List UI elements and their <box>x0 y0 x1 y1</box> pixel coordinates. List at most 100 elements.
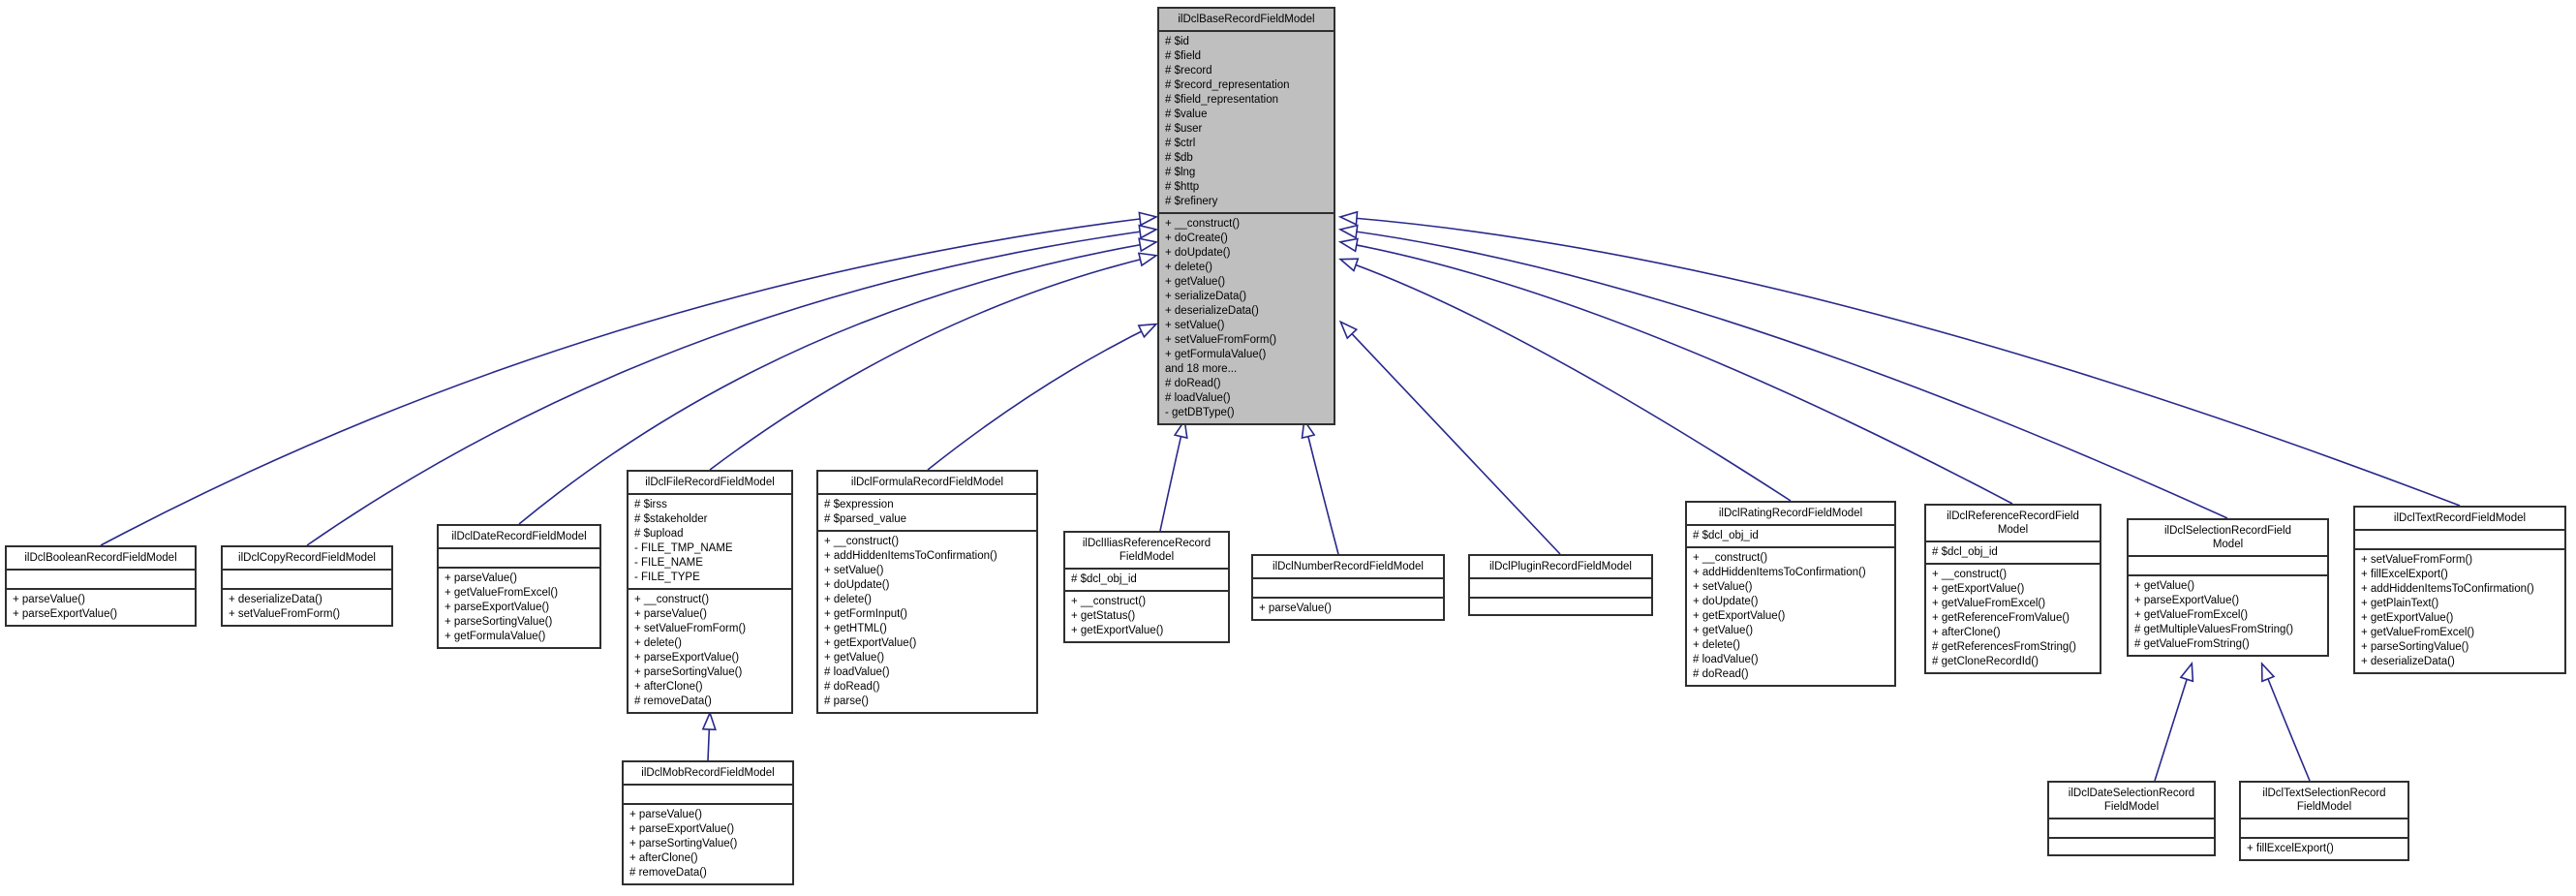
attribute-row: # $stakeholder <box>634 513 708 525</box>
attributes-section <box>1470 579 1651 597</box>
method-row: + afterClone() <box>629 852 698 864</box>
methods-section <box>1470 597 1651 614</box>
attribute-row: - FILE_TMP_NAME <box>634 542 733 554</box>
inheritance-arrow-boolean-to-base <box>100 217 1155 546</box>
inheritance-arrow-copy-to-base <box>306 230 1155 546</box>
methods-section: + fillExcelExport() <box>2241 837 2407 859</box>
inheritance-arrow-rating-to-base <box>1341 260 1792 502</box>
attributes-section: # $dcl_obj_id <box>1687 526 1894 546</box>
class-title-line: Model <box>1997 524 2029 536</box>
method-row: # loadValue() <box>1165 392 1231 404</box>
method-row: + doUpdate() <box>824 579 890 591</box>
attributes-section <box>7 571 195 588</box>
method-row: # getReferencesFromString() <box>1932 641 2076 653</box>
class-box-ilDclFileRecordFieldModel[interactable]: ilDclFileRecordFieldModel# $irss# $stake… <box>627 470 793 714</box>
class-box-ilDclBaseRecordFieldModel[interactable]: ilDclBaseRecordFieldModel# $id# $field# … <box>1157 7 1335 425</box>
method-row: + parseExportValue() <box>445 602 550 613</box>
class-box-ilDclNumberRecordFieldModel[interactable]: ilDclNumberRecordFieldModel + parseValue(… <box>1251 554 1445 621</box>
method-row: + getFormInput() <box>824 608 907 620</box>
method-row: + getValueFromExcel() <box>1932 598 2046 609</box>
class-box-ilDclRatingRecordFieldModel[interactable]: ilDclRatingRecordFieldModel # $dcl_obj_id… <box>1685 501 1896 687</box>
method-row: + afterClone() <box>634 681 703 693</box>
method-row: # doRead() <box>1165 378 1221 389</box>
method-row: + addHiddenItemsToConfirmation() <box>1693 567 1866 578</box>
method-row: # parse() <box>824 695 870 707</box>
attribute-row: # $db <box>1165 152 1193 164</box>
class-title-line: ilDclCopyRecordFieldModel <box>238 552 376 564</box>
method-row: # getMultipleValuesFromString() <box>2134 624 2294 635</box>
attributes-section: # $irss# $stakeholder# $upload- FILE_TMP… <box>629 495 791 588</box>
inheritance-arrow-text-to-base <box>1341 217 2461 507</box>
attribute-row: # $record <box>1165 65 1212 77</box>
attribute-row: - FILE_TYPE <box>634 572 700 583</box>
method-row: # removeData() <box>634 695 712 707</box>
method-row: + parseSortingValue() <box>2361 641 2469 653</box>
methods-section: + __construct() + addHiddenItemsToConfirm… <box>1687 546 1894 685</box>
methods-section: + parseValue()+ getValueFromExcel()+ par… <box>439 567 599 647</box>
methods-section: + parseValue() <box>1253 597 1443 619</box>
inheritance-arrow-reference-to-base <box>1341 242 2013 505</box>
method-row: + doUpdate() <box>1165 247 1231 259</box>
class-title-line: ilDclBaseRecordFieldModel <box>1178 14 1315 25</box>
attributes-section <box>439 549 599 567</box>
method-row: + __construct() <box>1071 596 1147 607</box>
method-row: and 18 more... <box>1165 363 1238 375</box>
class-title-line: ilDclRatingRecordFieldModel <box>1718 508 1863 519</box>
method-row: # removeData() <box>629 867 707 879</box>
inheritance-arrow-formula-to-base <box>927 324 1155 471</box>
class-title: ilDclDateRecordFieldModel <box>439 526 599 549</box>
class-title: ilDclBooleanRecordFieldModel <box>7 547 195 571</box>
attribute-row: # $upload <box>634 528 684 540</box>
class-title-line: ilDclReferenceRecordField <box>1947 510 2079 522</box>
class-title-line: ilDclPluginRecordFieldModel <box>1488 561 1632 572</box>
class-box-ilDclFormulaRecordFieldModel[interactable]: ilDclFormulaRecordFieldModel# $expressio… <box>816 470 1038 714</box>
class-title-line: ilDclBooleanRecordFieldModel <box>24 552 177 564</box>
class-box-ilDclTextRecordFieldModel[interactable]: ilDclTextRecordFieldModel+ setValueFromF… <box>2353 506 2566 674</box>
attributes-section: # $expression# $parsed_value <box>818 495 1036 530</box>
methods-section: + getValue()+ parseExportValue()+ getVal… <box>2129 574 2327 655</box>
class-box-ilDclBooleanRecordFieldModel[interactable]: ilDclBooleanRecordFieldModel + parseValue… <box>5 545 197 627</box>
method-row: + __construct() <box>1693 552 1768 564</box>
class-title-line: ilDclMobRecordFieldModel <box>641 767 775 779</box>
class-title-line: FieldModel <box>2296 801 2352 813</box>
attributes-section <box>2241 819 2407 837</box>
attributes-section <box>1253 579 1443 597</box>
class-title-line: ilDclDateRecordFieldModel <box>451 531 587 542</box>
methods-section: + parseValue()+ parseExportValue() <box>7 588 195 625</box>
attribute-row: # $field <box>1165 50 1202 62</box>
method-row: + getReferenceFromValue() <box>1932 612 2070 624</box>
method-row: + parseValue() <box>445 572 517 584</box>
class-title-line: FieldModel <box>2103 801 2160 813</box>
class-title-line: Model <box>2212 539 2244 550</box>
class-box-ilDclPluginRecordFieldModel[interactable]: ilDclPluginRecordFieldModel <box>1468 554 1653 616</box>
attribute-row: # $record_representation <box>1165 79 1290 91</box>
class-title-line: ilDclIliasReferenceRecord <box>1082 538 1211 549</box>
class-title-line: ilDclTextRecordFieldModel <box>2393 512 2527 524</box>
class-title: ilDclTextRecordFieldModel <box>2355 508 2564 531</box>
class-title-line: ilDclNumberRecordFieldModel <box>1273 561 1424 572</box>
attribute-row: # $refinery <box>1165 196 1218 207</box>
attribute-row: # $dcl_obj_id <box>1932 546 1998 558</box>
class-box-ilDclCopyRecordFieldModel[interactable]: ilDclCopyRecordFieldModel+ deserializeDa… <box>221 545 393 627</box>
attribute-row: # $ctrl <box>1165 138 1196 149</box>
method-row: + deserializeData() <box>2361 656 2455 667</box>
method-row: + getValueFromExcel() <box>2361 627 2475 638</box>
attributes-section <box>624 786 792 803</box>
method-row: + getStatus() <box>1071 610 1136 622</box>
class-box-ilDclMobRecordFieldModel[interactable]: ilDclMobRecordFieldModel+ parseValue()+ … <box>622 760 794 885</box>
attribute-row: - FILE_NAME <box>634 557 703 569</box>
method-row: + getValue() <box>1165 276 1226 288</box>
class-box-ilDclDateRecordFieldModel[interactable]: ilDclDateRecordFieldModel+ parseValue()+… <box>437 524 601 649</box>
method-row: + getFormulaValue() <box>445 631 546 642</box>
method-row: + getExportValue() <box>1932 583 2025 595</box>
